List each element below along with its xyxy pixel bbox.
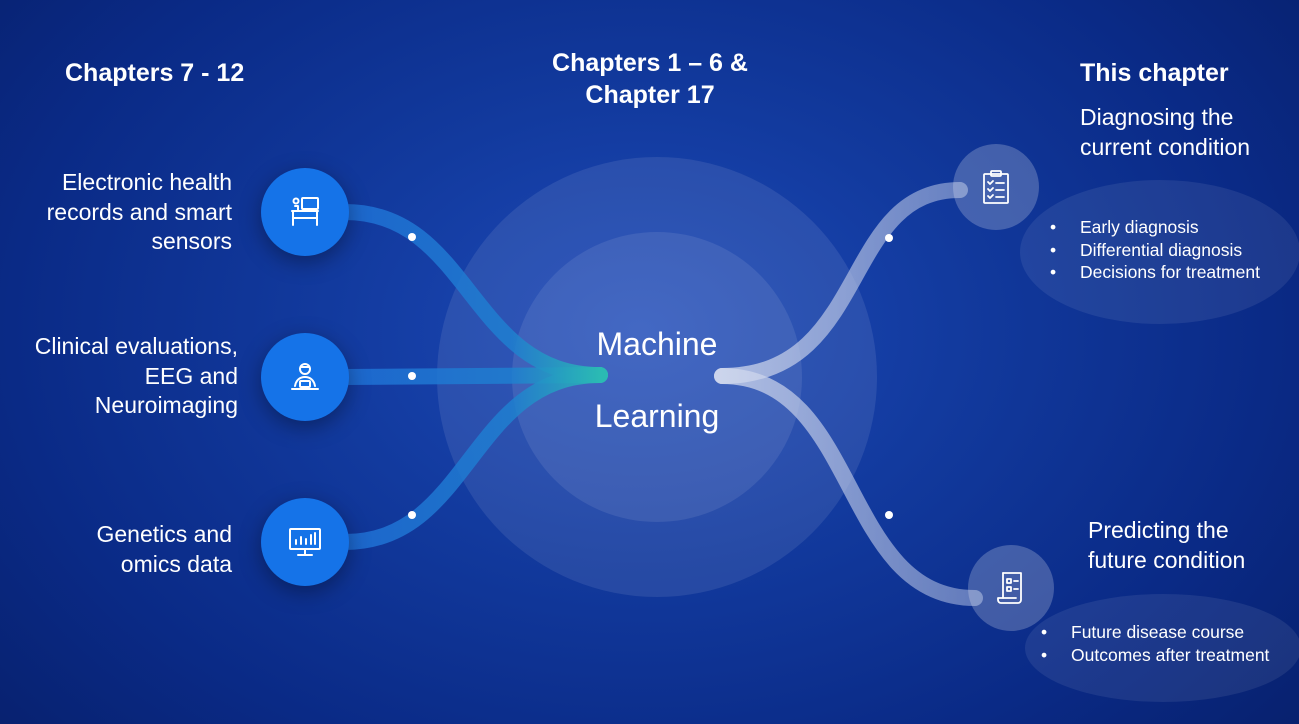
wire-dot	[408, 511, 416, 519]
wire-dot	[408, 233, 416, 241]
desk-workstation-icon	[291, 197, 319, 226]
clinician-icon	[291, 363, 319, 390]
left-column-heading: Chapters 7 - 12	[65, 59, 245, 87]
output-title-line: future condition	[1088, 546, 1246, 573]
wire-dot	[885, 234, 893, 242]
wire-genetics-to-ml	[337, 367, 608, 550]
wire-ml-to-diagnosis	[714, 182, 968, 384]
genetics-icon-circle	[261, 498, 349, 586]
ml-outer-halo	[437, 157, 877, 597]
center-column-heading: Chapters 1 – 6 & Chapter 17	[500, 47, 800, 111]
diagnosis-icon-circle	[953, 144, 1039, 230]
diagnosis-bullet-list: Early diagnosis Differential diagnosis D…	[1050, 216, 1260, 284]
input-label-line: sensors	[151, 228, 232, 254]
output-title-line: Diagnosing the	[1080, 104, 1234, 130]
input-label-line: Genetics and	[96, 521, 232, 547]
wire-dot	[885, 511, 893, 519]
prediction-icon-circle	[968, 545, 1054, 631]
bullet-item: Differential diagnosis	[1050, 239, 1260, 262]
wire-ml-to-prediction	[714, 368, 983, 606]
input-label-clinical: Clinical evaluations, EEG and Neuroimagi…	[35, 332, 238, 421]
center-heading-line: Chapter 17	[585, 81, 715, 109]
input-label-line: Clinical evaluations,	[34, 333, 238, 359]
clipboard-checklist-icon	[983, 170, 1009, 204]
input-label-line: EEG and	[144, 362, 238, 389]
right-column-heading: This chapter	[1080, 59, 1229, 87]
input-label-line: Neuroimaging	[94, 392, 238, 418]
bullet-item: Future disease course	[1041, 621, 1269, 644]
center-heading-line: Chapters 1 – 6 &	[552, 49, 748, 77]
output-title-line: current condition	[1080, 133, 1251, 160]
wire-dot	[408, 372, 416, 380]
bullet-item: Early diagnosis	[1050, 216, 1260, 239]
bullet-item: Decisions for treatment	[1050, 261, 1260, 284]
input-label-ehr: Electronic health records and smart sens…	[47, 168, 232, 257]
prediction-bullet-list: Future disease course Outcomes after tre…	[1041, 621, 1269, 666]
report-document-icon	[997, 572, 1022, 604]
machine-learning-label: Machine Learning	[557, 322, 757, 438]
wire-ehr-to-ml	[337, 204, 608, 383]
input-label-line: omics data	[120, 550, 232, 577]
prediction-title: Predicting the future condition	[1088, 516, 1245, 575]
data-monitor-chart-icon	[289, 528, 321, 556]
ml-inner-halo	[512, 232, 802, 522]
output-title-line: Predicting the	[1088, 517, 1229, 543]
input-label-line: Electronic health	[61, 169, 232, 195]
diagnosis-title: Diagnosing the current condition	[1080, 103, 1250, 162]
input-label-genetics: Genetics and omics data	[96, 520, 232, 579]
ehr-icon-circle	[261, 168, 349, 256]
input-label-line: records and smart	[46, 198, 232, 225]
bullet-item: Outcomes after treatment	[1041, 644, 1269, 667]
clinical-icon-circle	[261, 333, 349, 421]
ml-label-line: Machine	[596, 326, 718, 362]
ml-label-line: Learning	[594, 398, 720, 434]
